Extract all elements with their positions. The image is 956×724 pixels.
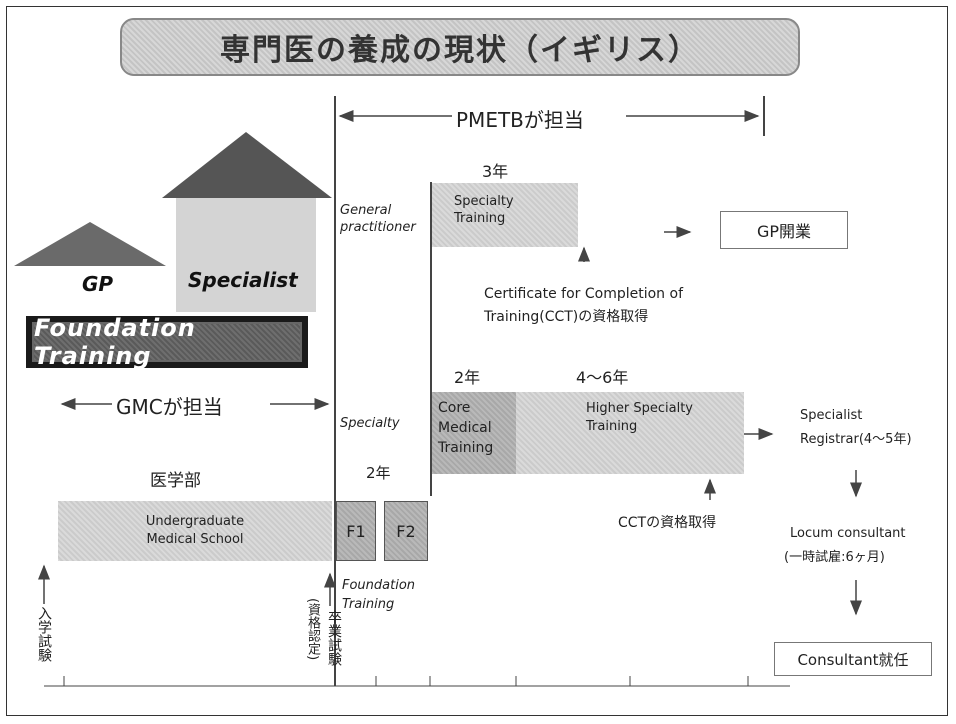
specialist-roof	[162, 132, 332, 198]
gp-specialty-training-box: Specialty Training	[432, 183, 578, 247]
slide-frame	[6, 6, 948, 716]
f1-label: F1	[346, 521, 366, 541]
specialty-track-label: Specialty	[340, 416, 400, 431]
core-medical-training-label: Core Medical Training	[438, 400, 494, 456]
higher-specialty-training-box: Higher Specialty Training	[516, 392, 744, 474]
foundation-training-note: Foundation Training	[342, 578, 416, 612]
foundation-years: 2年	[366, 464, 391, 482]
cct-label: CCTの資格取得	[618, 515, 717, 531]
graduation-exam-note: (資格認定)	[305, 598, 320, 661]
specialist-body	[176, 198, 316, 312]
foundation-training-box: Foundation Training	[26, 314, 308, 370]
page-title: 専門医の養成の現状（イギリス）	[220, 33, 700, 68]
divider-pmetb-end	[763, 96, 765, 136]
gp-track-label: General practitioner	[340, 203, 416, 235]
consultant-box: Consultant就任	[774, 642, 932, 676]
undergraduate-label: Undergraduate Medical School	[145, 514, 245, 547]
divider-track	[430, 182, 432, 496]
locum-line1: Locum consultant	[790, 526, 906, 541]
higher-specialty-training-label: Higher Specialty Training	[586, 401, 693, 434]
graduation-exam-label: 卒業試験	[326, 610, 342, 666]
higher-years: 4～6年	[576, 368, 629, 387]
entrance-exam-label: 入学試験	[36, 606, 52, 662]
gp-outcome-label: GP開業	[756, 222, 812, 241]
core-medical-training-box: Core Medical Training	[432, 392, 516, 474]
undergraduate-box: Undergraduate Medical School	[58, 501, 332, 561]
foundation-training-label: Foundation Training	[34, 314, 196, 370]
gp-specialty-training-label: Specialty Training	[454, 194, 514, 226]
school-label: 医学部	[150, 471, 201, 491]
cct-cert-line2: Training(CCT)の資格取得	[484, 309, 649, 325]
gp-house-label: GP	[82, 272, 114, 296]
f1-box: F1	[336, 501, 376, 561]
pmetb-label: PMETBが担当	[456, 108, 584, 132]
registrar-line2: Registrar(4～5年)	[800, 432, 912, 447]
specialist-house-label: Specialist	[188, 268, 298, 292]
gp-outcome-box: GP開業	[720, 211, 848, 249]
consultant-label: Consultant就任	[797, 650, 909, 669]
gp-roof	[14, 222, 166, 266]
cct-cert-line1: Certificate for Completion of	[484, 286, 684, 302]
core-years: 2年	[454, 368, 481, 387]
divider-graduation	[334, 96, 336, 686]
registrar-line1: Specialist	[800, 408, 863, 423]
gp-years: 3年	[482, 162, 509, 181]
gmc-label: GMCが担当	[116, 395, 223, 419]
gp-body	[16, 266, 174, 314]
f2-label: F2	[396, 521, 416, 541]
locum-line2: (一時試雇:6ヶ月)	[784, 550, 885, 565]
f2-box: F2	[384, 501, 428, 561]
title-banner: 専門医の養成の現状（イギリス）	[120, 18, 800, 76]
